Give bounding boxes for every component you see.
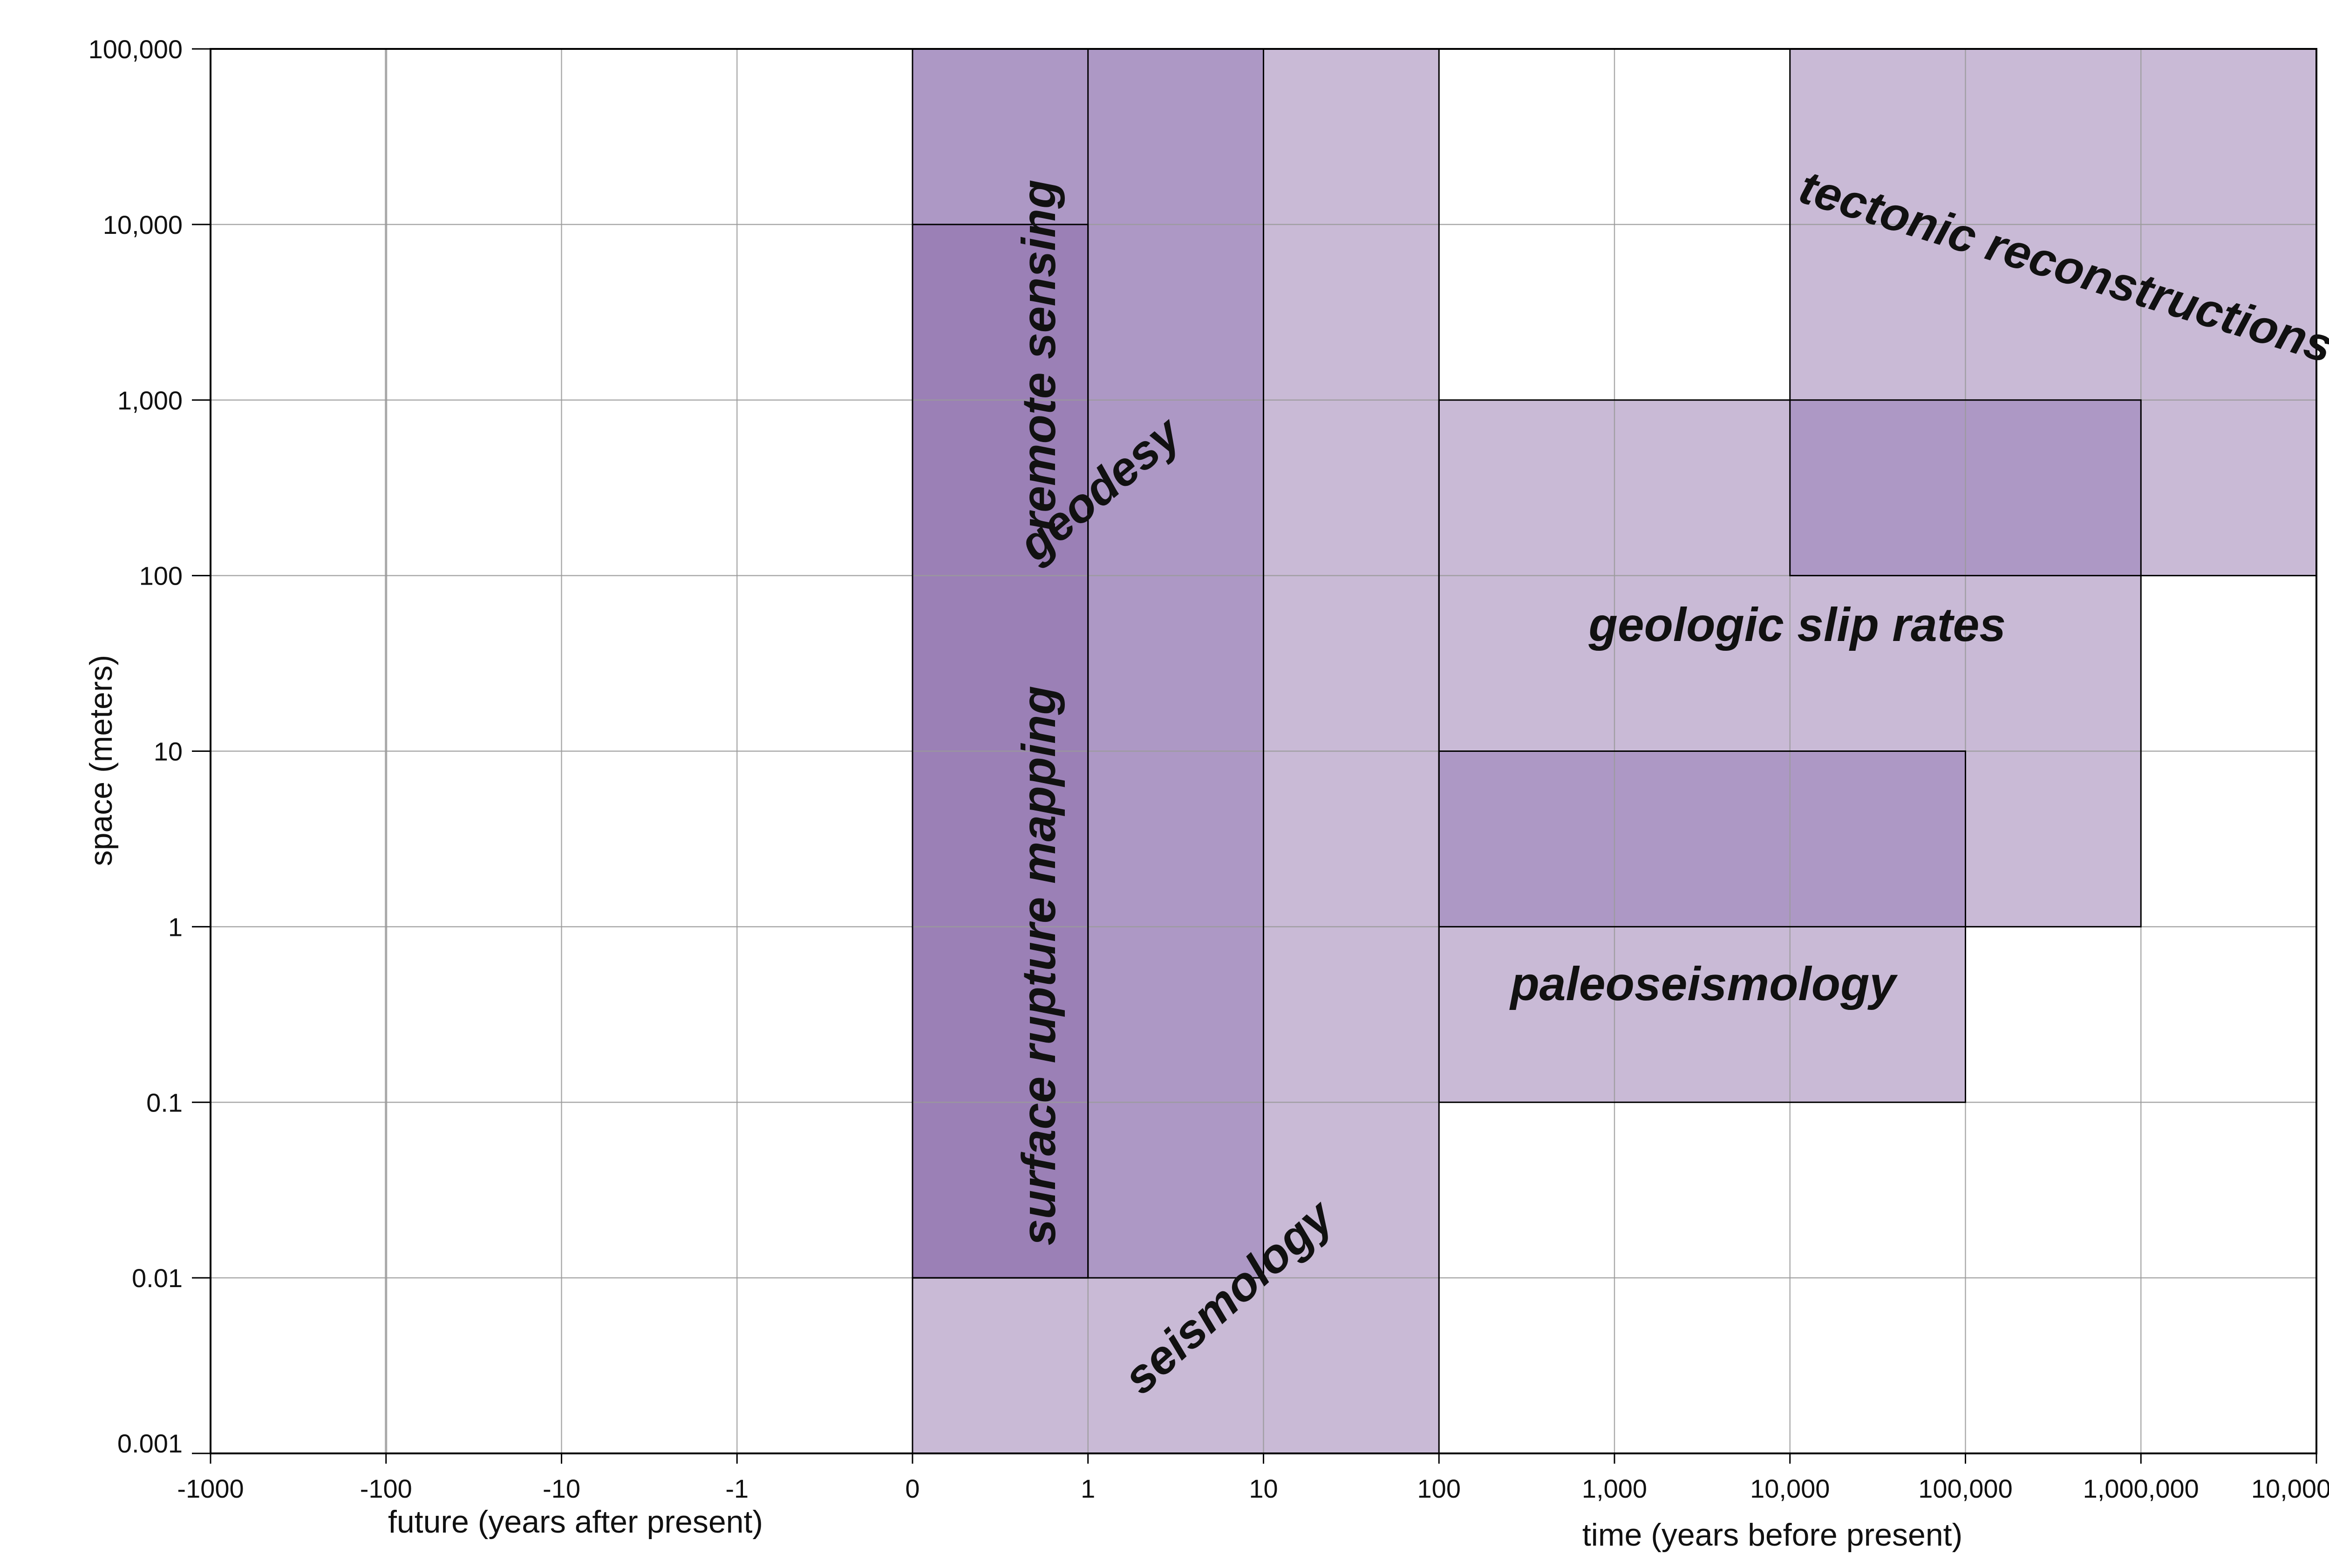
y-tick-label: 1 xyxy=(168,912,183,941)
region-outline-surface-rupture-mapping xyxy=(912,224,1089,1279)
x-tick-label: 100 xyxy=(1417,1474,1461,1503)
y-tick-label: 0.01 xyxy=(132,1263,183,1293)
region-label-surface-rupture-mapping: surface rupture mapping xyxy=(1012,686,1065,1246)
x-tick-label: 1 xyxy=(1081,1474,1095,1503)
y-tick-label: 1,000 xyxy=(117,386,183,415)
y-axis-title: space (meters) xyxy=(83,655,119,866)
y-tick-label: 10 xyxy=(154,737,183,766)
x-tick-label: 10,000,000 xyxy=(2251,1474,2329,1503)
x-tick-label: 100,000 xyxy=(1918,1474,2012,1503)
x-tick-label: -10 xyxy=(543,1474,580,1503)
x-axis-title-past: time (years before present) xyxy=(1582,1517,1962,1553)
region-label-paleoseismology: paleoseismology xyxy=(1509,957,1898,1010)
y-tick-label: 10,000 xyxy=(103,210,183,239)
x-tick-label: 0 xyxy=(905,1474,919,1503)
x-tick-label: 1,000,000 xyxy=(2083,1474,2199,1503)
y-tick-label: 100,000 xyxy=(89,34,183,64)
axis-titles-layer: future (years after present) time (years … xyxy=(83,655,1962,1553)
x-tick-label: 1,000 xyxy=(1582,1474,1647,1503)
x-tick-label: 10,000 xyxy=(1750,1474,1830,1503)
y-tick-label: 0.001 xyxy=(117,1429,183,1458)
x-tick-label: 10 xyxy=(1249,1474,1278,1503)
x-tick-label: -1 xyxy=(725,1474,749,1503)
x-tick-label: -100 xyxy=(360,1474,412,1503)
region-label-geologic-slip-rates: geologic slip rates xyxy=(1588,598,2006,651)
y-tick-label: 0.1 xyxy=(146,1088,183,1117)
region-overlap-paleoseismology-slip-rates xyxy=(1439,751,1966,927)
region-label-remote-sensing: remote sensing xyxy=(1012,180,1065,531)
x-tick-label: -1000 xyxy=(177,1474,244,1503)
x-axis-title-future: future (years after present) xyxy=(388,1504,763,1540)
y-tick-label: 100 xyxy=(139,561,183,591)
